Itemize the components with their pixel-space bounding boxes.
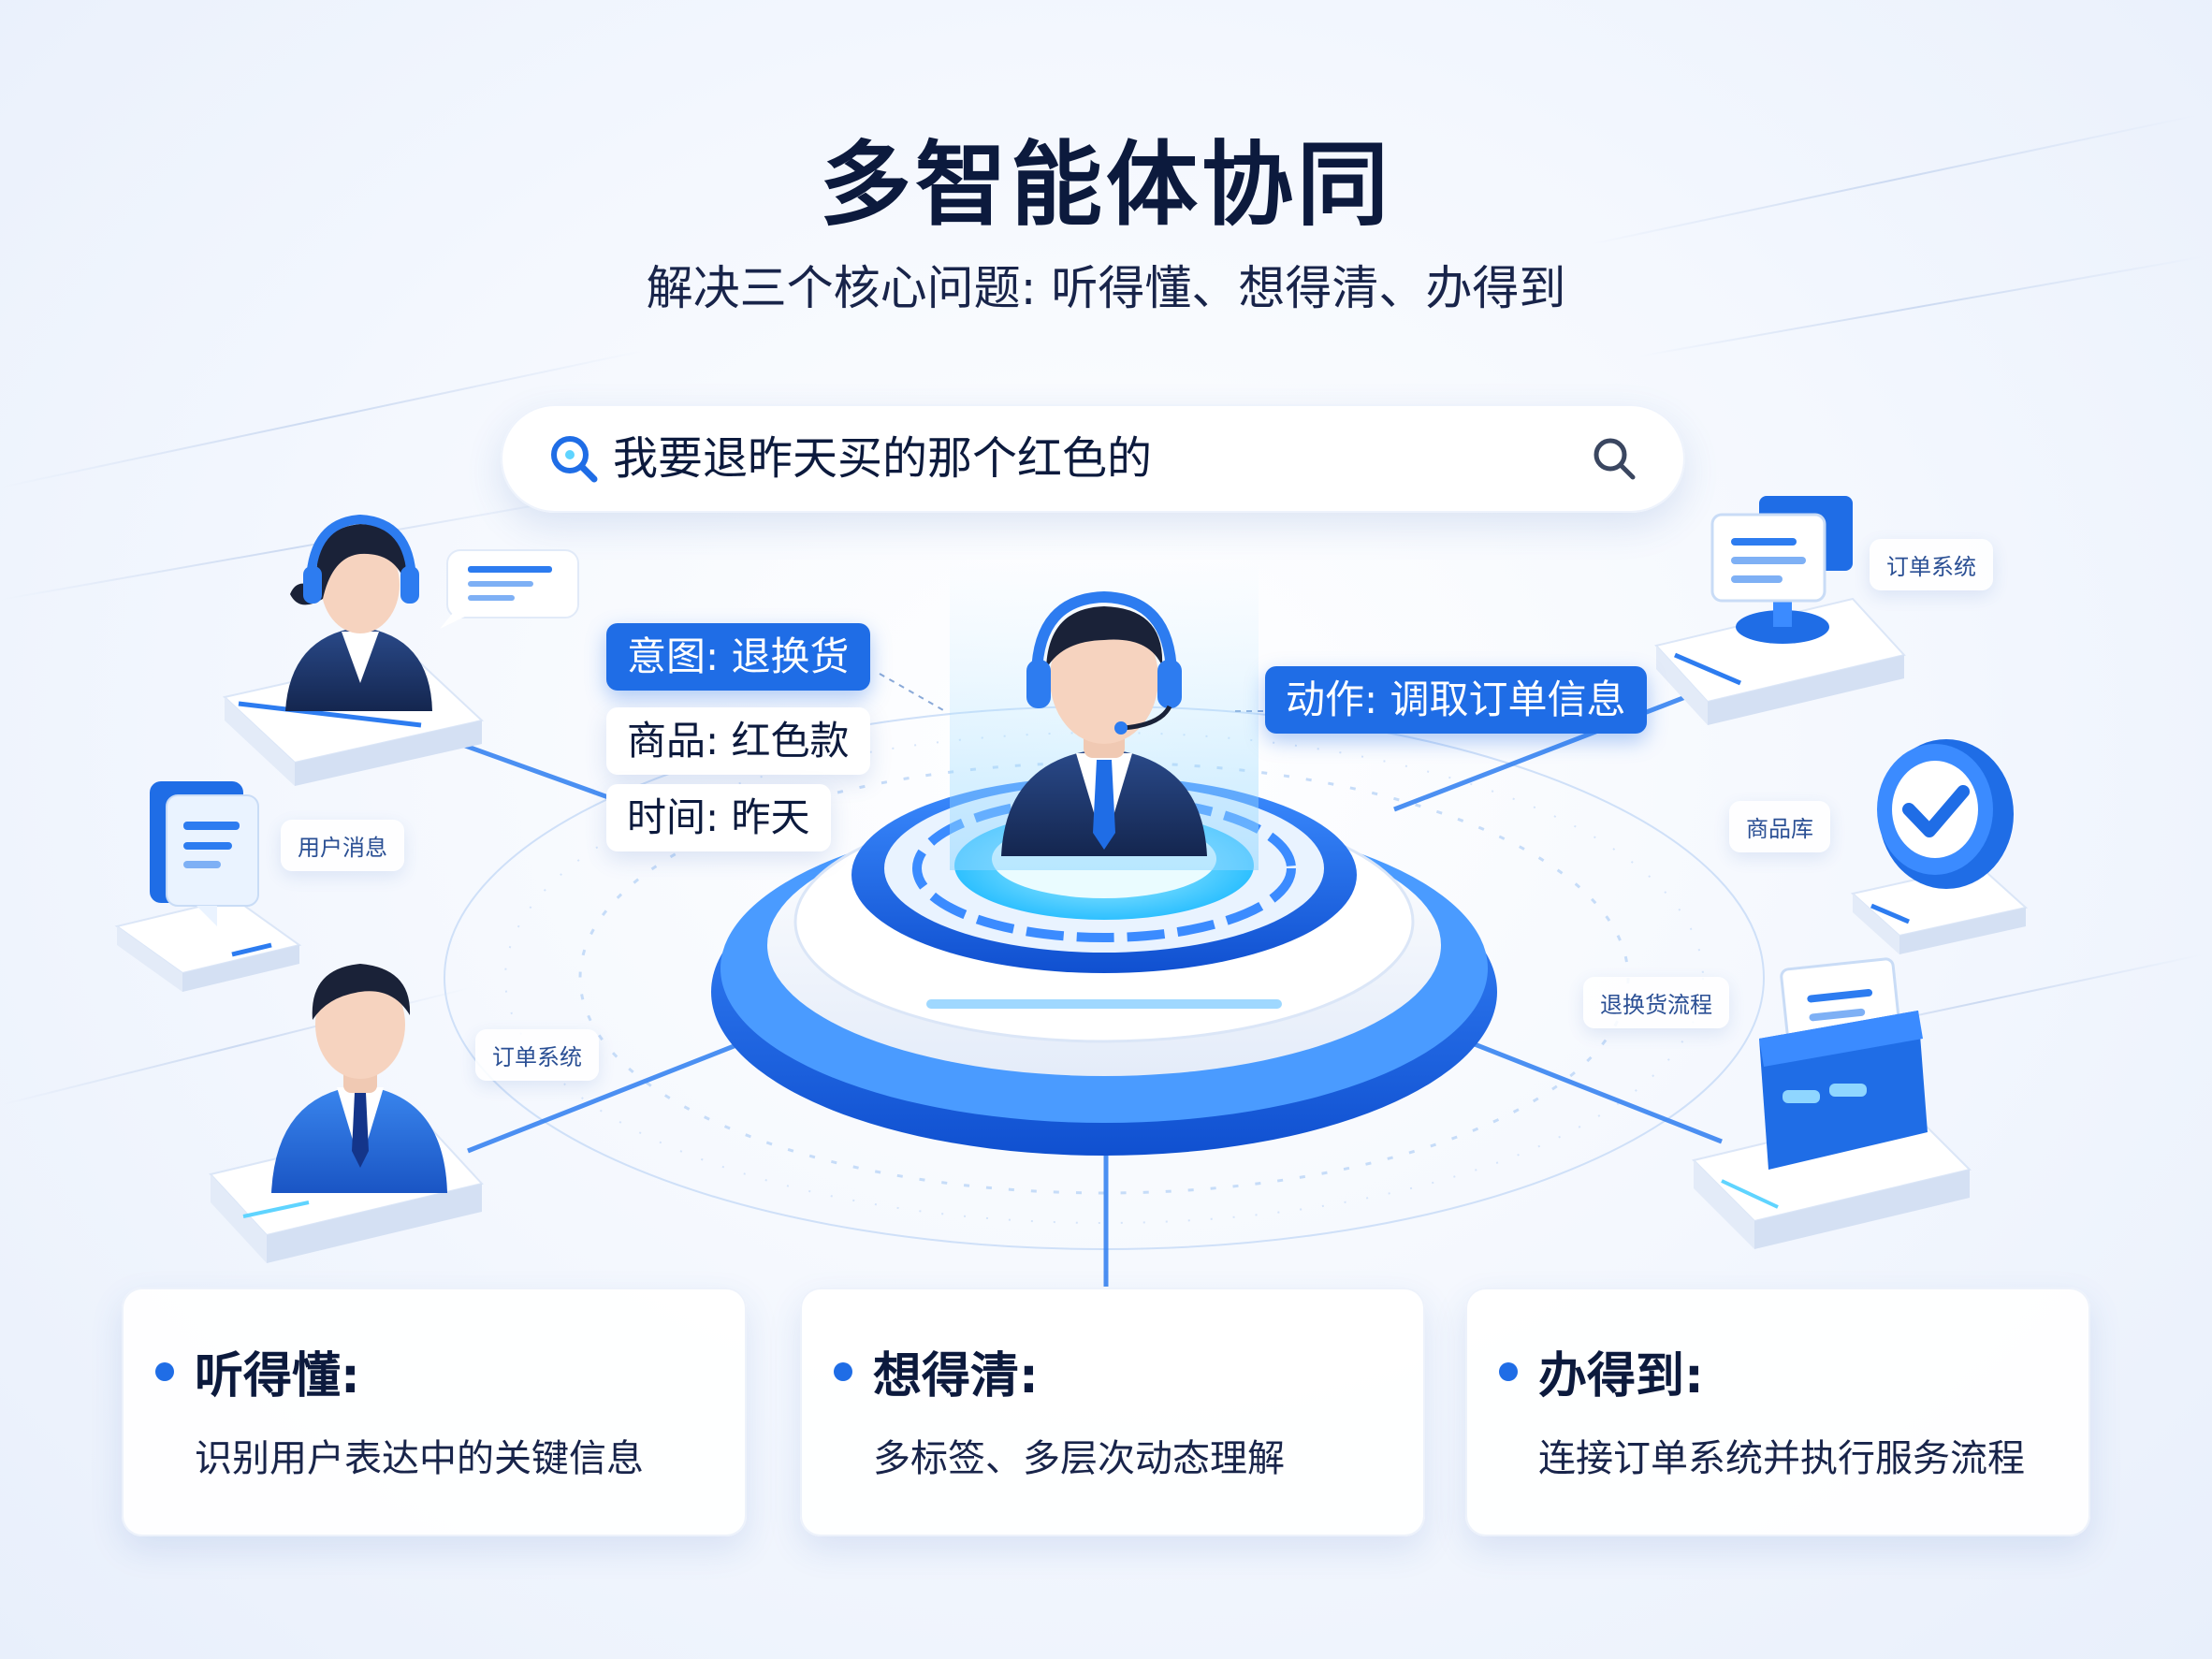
headset-icon: [1001, 590, 1207, 856]
search-query[interactable]: 我要退昨天买的那个红色的: [613, 432, 1153, 485]
card-execute: 办得到: 连接订单系统并执行服务流程: [1465, 1288, 2090, 1536]
node-label-order-system-left: 订单系统: [475, 1029, 599, 1081]
chat-bubble-icon: [440, 549, 579, 629]
node-label-return-process: 退换货流程: [1583, 977, 1729, 1028]
intent-tag: 意图: 退换货: [606, 623, 870, 691]
card-heading: 想得清:: [873, 1348, 1039, 1404]
bullet-dot: [834, 1362, 852, 1381]
card-description: 识别用户表达中的关键信息: [195, 1437, 644, 1480]
page-subtitle: 解决三个核心问题: 听得懂、想得清、办得到: [646, 261, 1566, 315]
node-label-user-message: 用户消息: [281, 820, 404, 871]
node-label-product-library: 商品库: [1729, 801, 1830, 852]
card-description: 连接订单系统并执行服务流程: [1538, 1437, 2025, 1480]
card-heading: 听得懂:: [195, 1348, 360, 1404]
inbox-icon: [1759, 957, 1928, 1170]
node-label-order-system-right: 订单系统: [1870, 539, 1993, 590]
search-icon[interactable]: [1588, 432, 1640, 485]
checkmark-icon: [1877, 739, 2014, 889]
product-tag: 商品: 红色款: [606, 707, 870, 775]
card-understand: 听得懂: 识别用户表达中的关键信息: [122, 1288, 747, 1536]
page-title: 多智能体协同: [819, 132, 1392, 239]
bullet-dot: [155, 1362, 174, 1381]
search-bar[interactable]: 我要退昨天买的那个红色的: [501, 404, 1685, 513]
card-think: 想得清: 多标签、多层次动态理解: [800, 1288, 1425, 1536]
card-description: 多标签、多层次动态理解: [873, 1437, 1285, 1480]
action-tag: 动作: 调取订单信息: [1265, 666, 1647, 734]
bullet-dot: [1499, 1362, 1518, 1381]
search-icon: [551, 436, 598, 483]
time-tag: 时间: 昨天: [606, 784, 831, 851]
card-heading: 办得到:: [1538, 1348, 1704, 1404]
document-icon: [150, 781, 259, 926]
document-icon: [1710, 496, 1853, 603]
